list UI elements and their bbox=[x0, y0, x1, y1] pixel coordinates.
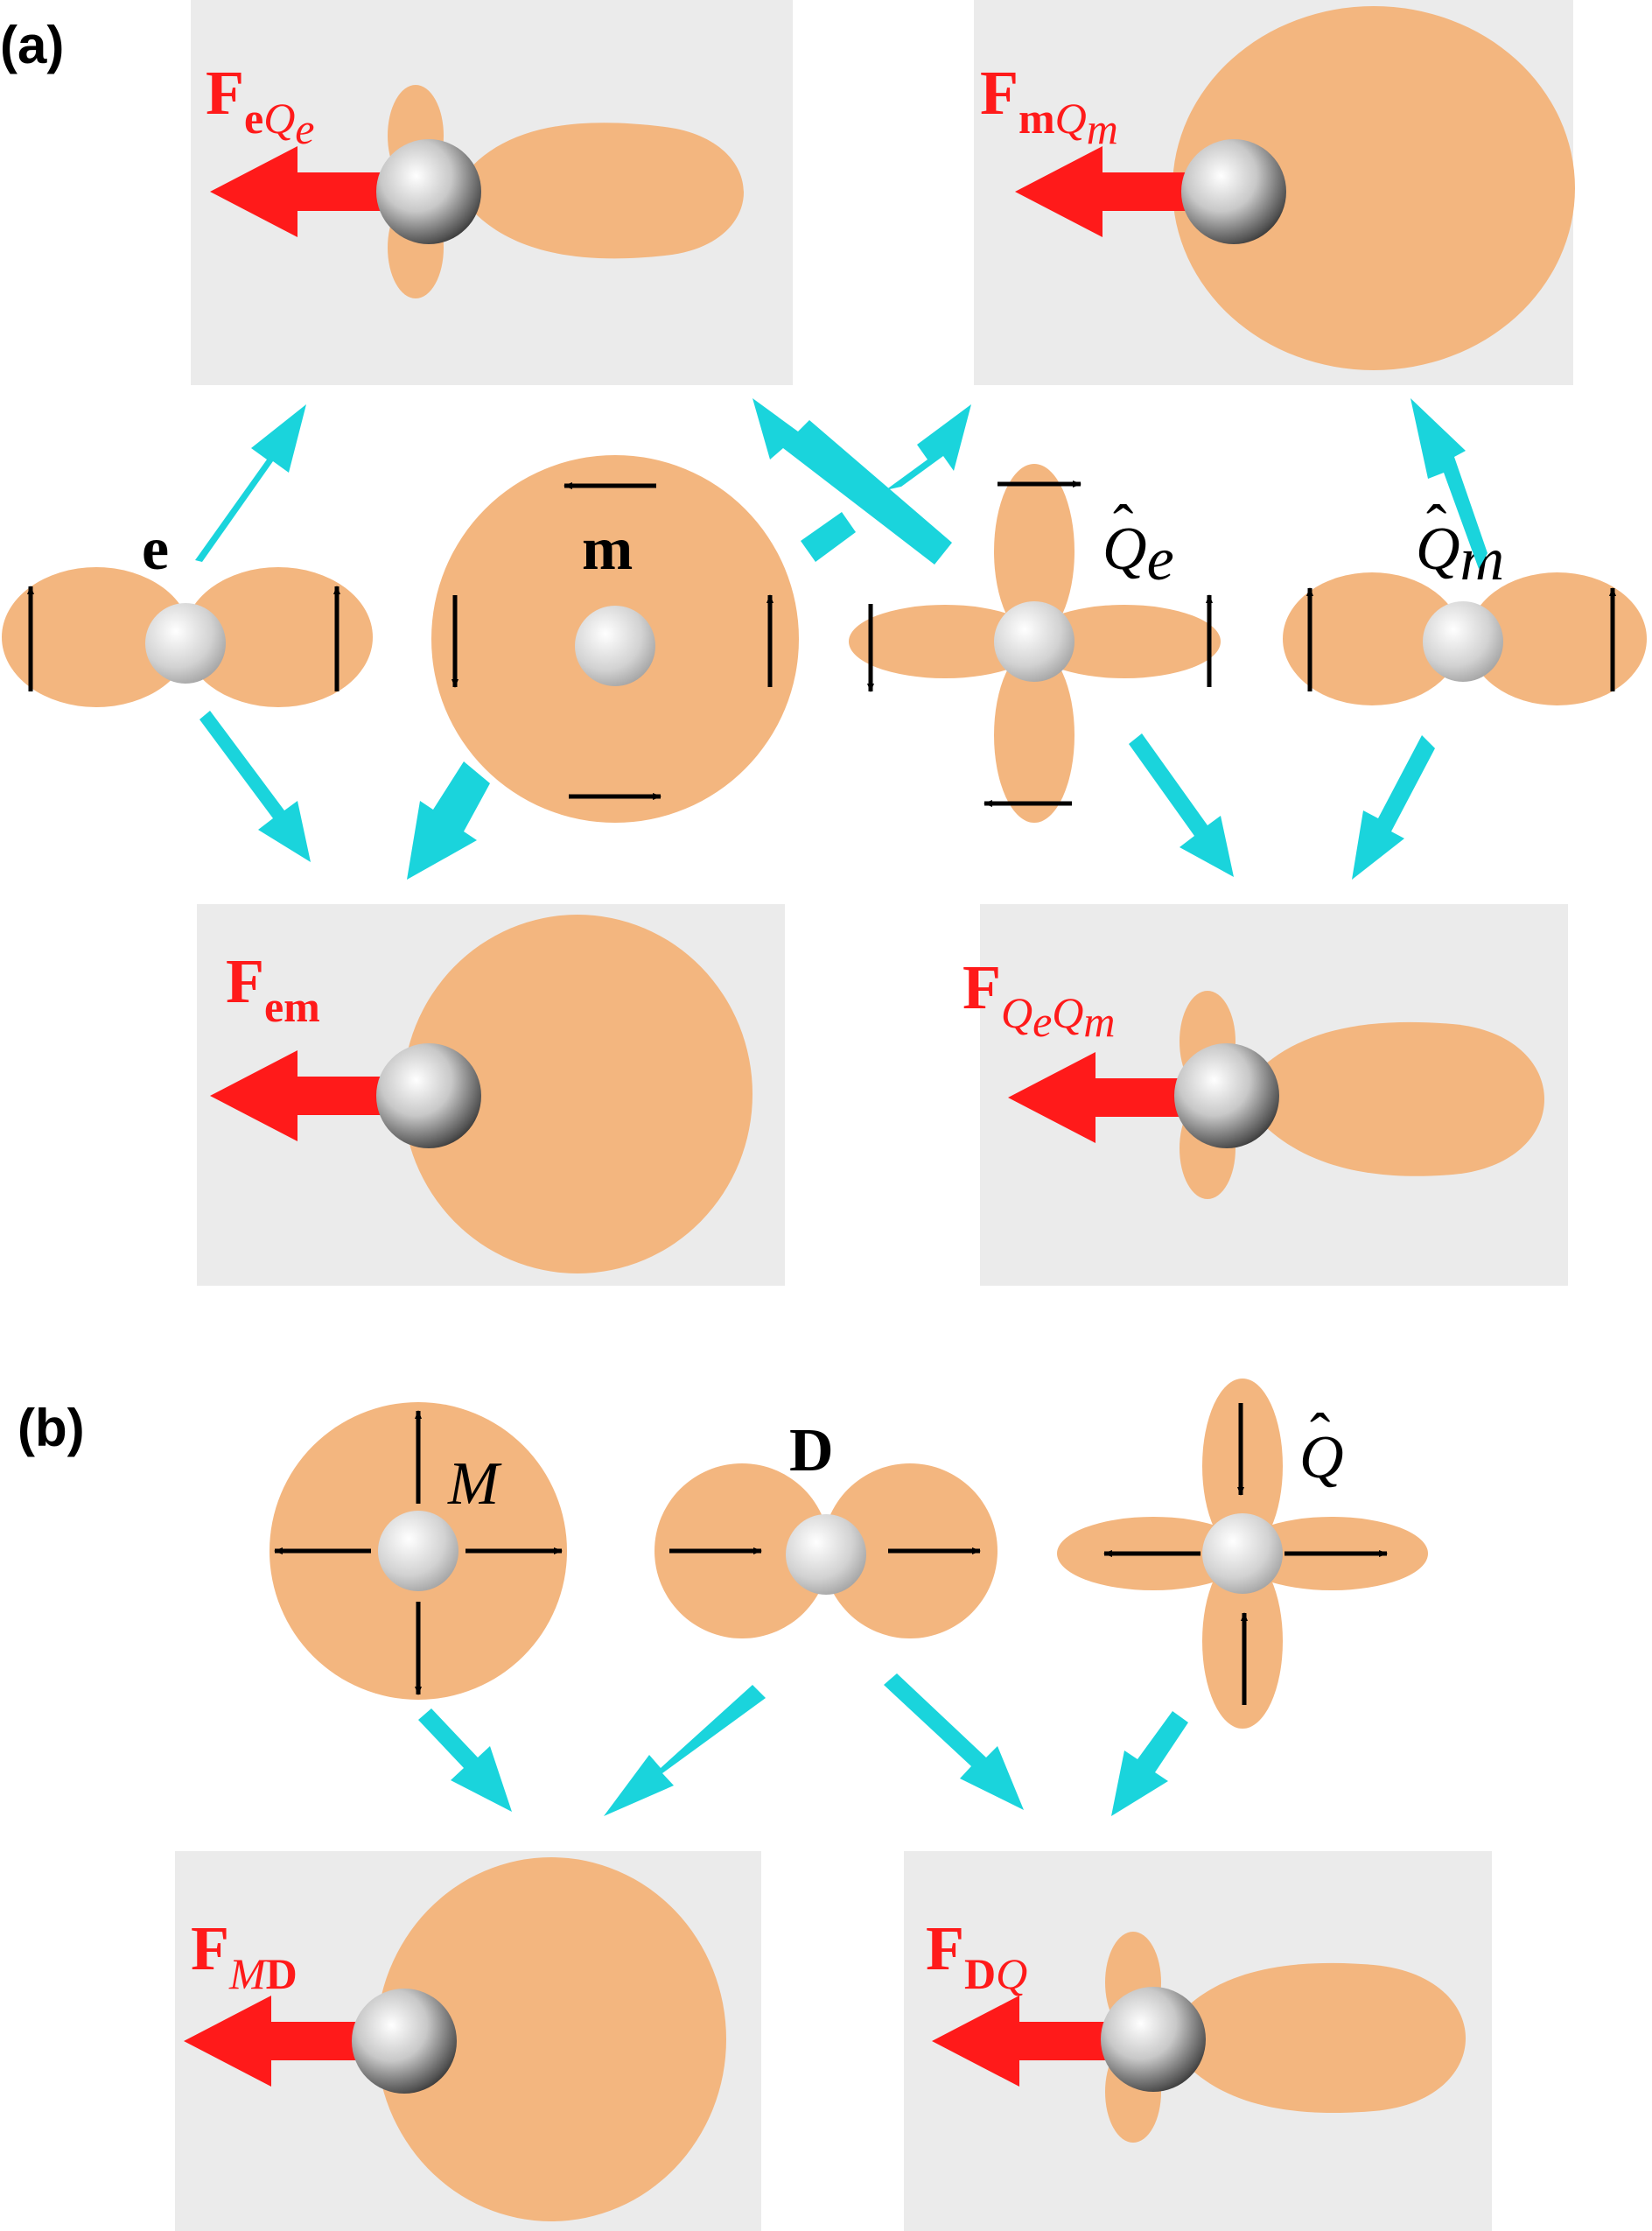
source-D: D bbox=[654, 1417, 998, 1638]
force-box-em: Fem bbox=[197, 904, 785, 1286]
force-arrow bbox=[184, 1996, 359, 2087]
force-arrow bbox=[1015, 146, 1190, 237]
force-label-mqm: FmQm bbox=[980, 58, 1118, 153]
lobe-right bbox=[1028, 605, 1221, 678]
panel-b-label: (b) bbox=[18, 1399, 85, 1457]
force-label-eqe: FeQe bbox=[206, 58, 315, 153]
flow-arrow-Q-to-dq bbox=[1111, 1711, 1188, 1816]
source-label-e: e bbox=[142, 516, 169, 583]
flow-arrow-qe-to-mqm-seg1 bbox=[801, 512, 856, 562]
lobe-right bbox=[1468, 572, 1647, 705]
particle-sphere bbox=[1181, 139, 1286, 244]
source-M: M bbox=[270, 1402, 567, 1700]
force-box-eqe: FeQe bbox=[191, 0, 793, 385]
force-arrow bbox=[1008, 1052, 1183, 1143]
radiation-pattern bbox=[1238, 1021, 1544, 1176]
force-box-qeqm: FQeQm bbox=[962, 904, 1568, 1286]
radiation-pattern bbox=[1172, 6, 1575, 370]
force-label-em: Fem bbox=[226, 946, 320, 1031]
lobe-left bbox=[849, 605, 1041, 678]
flow-arrow-qe-to-mqm-seg2 bbox=[886, 404, 971, 490]
source-electric-quadrupole: Qe ˆ bbox=[849, 464, 1221, 823]
flow-arrow-e-to-eqe bbox=[195, 404, 306, 562]
force-label-dq: FDQ bbox=[926, 1913, 1027, 1998]
source-label-qe: Qe bbox=[1102, 516, 1174, 593]
particle-sphere bbox=[1174, 1043, 1279, 1148]
particle-sphere bbox=[378, 1511, 458, 1591]
lobe-down bbox=[994, 648, 1074, 823]
particle-sphere bbox=[786, 1514, 866, 1595]
source-label-m: m bbox=[582, 516, 633, 583]
source-Q: Q ˆ bbox=[1057, 1379, 1428, 1729]
flow-arrows-b bbox=[418, 1673, 1188, 1816]
hat-Q: ˆ bbox=[1310, 1402, 1330, 1470]
particle-sphere bbox=[145, 603, 226, 684]
flow-arrow-m-to-em bbox=[407, 761, 490, 880]
radiation-pattern bbox=[402, 915, 752, 1273]
flow-arrow-qe-to-eqe bbox=[752, 398, 952, 565]
force-box-dq: FDQ bbox=[904, 1851, 1492, 2231]
force-label-qeqm: FQeQm bbox=[962, 952, 1116, 1046]
radiation-pattern bbox=[455, 123, 744, 259]
hat-qm: ˆ bbox=[1426, 494, 1446, 561]
lobe-up bbox=[994, 464, 1074, 639]
force-box-md: FMD bbox=[175, 1851, 761, 2231]
hat-qe: ˆ bbox=[1113, 494, 1133, 561]
particle-sphere bbox=[376, 1043, 481, 1148]
flow-arrow-M-to-md bbox=[418, 1708, 512, 1812]
particle-sphere bbox=[352, 1989, 457, 2094]
lobe-right bbox=[184, 567, 373, 707]
flow-arrow-qe-to-qeqm bbox=[1129, 733, 1234, 877]
source-magnetic-dipole: m bbox=[431, 455, 799, 823]
force-label-md: FMD bbox=[191, 1913, 298, 1998]
source-magnetic-quadrupole: Qm ˆ bbox=[1283, 494, 1647, 705]
flow-arrow-e-to-em bbox=[200, 711, 311, 862]
flow-arrow-qm-to-mqm bbox=[1410, 398, 1488, 569]
particle-sphere bbox=[575, 606, 655, 686]
force-arrow bbox=[210, 1050, 385, 1141]
particle-sphere bbox=[1101, 1987, 1206, 2092]
particle-sphere bbox=[1202, 1513, 1283, 1594]
force-box-mqm: FmQm bbox=[974, 0, 1575, 385]
particle-sphere bbox=[994, 601, 1074, 682]
source-label-D: D bbox=[789, 1417, 834, 1484]
radiation-pattern bbox=[1164, 1962, 1466, 2114]
flow-arrow-qm-to-qeqm bbox=[1352, 735, 1435, 880]
particle-sphere bbox=[376, 139, 481, 244]
flow-arrow-D-to-dq bbox=[884, 1673, 1024, 1810]
panel-a-label: (a) bbox=[0, 16, 64, 74]
source-label-Q: Q bbox=[1299, 1424, 1344, 1491]
lobe-left bbox=[1283, 572, 1461, 705]
force-arrow bbox=[210, 146, 385, 237]
force-arrow bbox=[932, 1996, 1107, 2087]
radiation-pattern bbox=[376, 1857, 726, 2221]
source-label-M: M bbox=[447, 1450, 502, 1518]
lobe-left bbox=[2, 567, 191, 707]
source-electric-dipole: e bbox=[2, 516, 373, 707]
flow-arrow-D-to-md bbox=[604, 1685, 766, 1816]
particle-sphere bbox=[1423, 601, 1503, 682]
flow-arrows-a bbox=[195, 398, 1488, 880]
